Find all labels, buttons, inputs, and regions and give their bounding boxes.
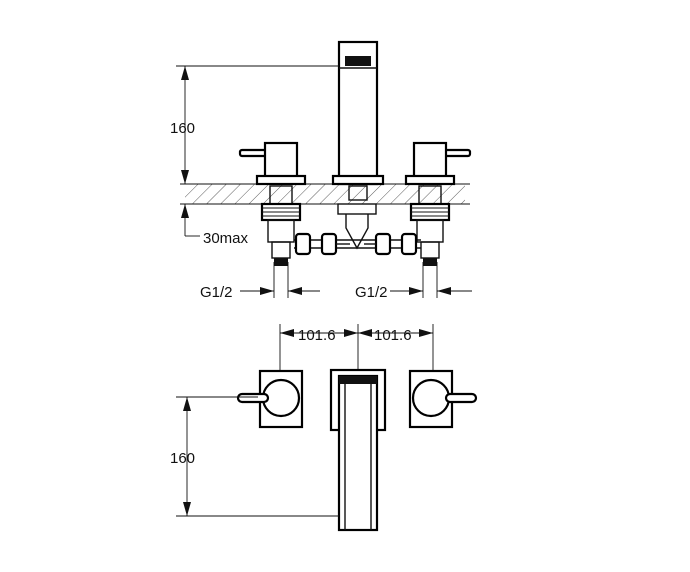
spacing-dimension: 101.6 101.6 bbox=[279, 324, 434, 420]
spacing-label-left: 101.6 bbox=[298, 327, 336, 344]
connection-hoses bbox=[294, 232, 421, 256]
left-handle bbox=[238, 141, 307, 266]
depth-dimension: 30max bbox=[181, 204, 249, 247]
right-handle bbox=[404, 141, 472, 266]
height-dimension: 160 bbox=[170, 65, 339, 184]
countertop-section bbox=[180, 183, 470, 205]
thread-dimension-left: G1/2 bbox=[200, 262, 320, 301]
left-handle-top bbox=[236, 369, 304, 429]
height-dimension-label: 160 bbox=[170, 120, 195, 137]
top-view: 101.6 101.6 bbox=[170, 324, 478, 532]
reach-dimension-label: 160 bbox=[170, 450, 195, 467]
front-view: 160 30max G1/2 G1/2 bbox=[170, 40, 472, 301]
thread-label-left: G1/2 bbox=[200, 284, 233, 301]
spacing-label-right: 101.6 bbox=[374, 327, 412, 344]
thread-dimension-right: G1/2 bbox=[355, 262, 472, 301]
depth-dimension-label: 30max bbox=[203, 230, 249, 247]
right-handle-top bbox=[408, 369, 478, 429]
reach-dimension: 160 bbox=[170, 396, 339, 517]
spout bbox=[331, 40, 385, 250]
spout-top bbox=[329, 368, 387, 532]
thread-label-right: G1/2 bbox=[355, 284, 388, 301]
